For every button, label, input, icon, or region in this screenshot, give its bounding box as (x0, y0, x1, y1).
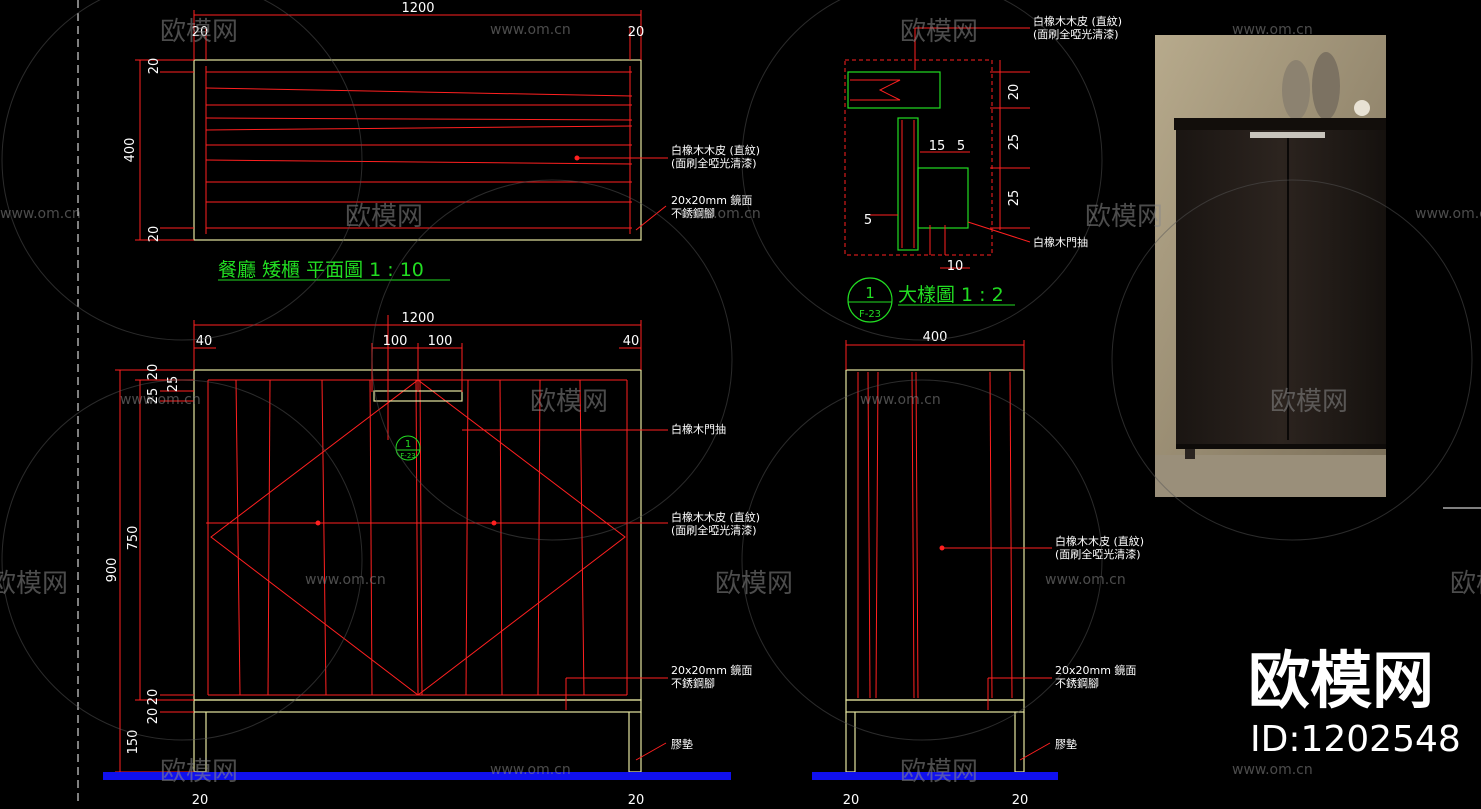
front-note-foot-2: 不銹鋼腳 (671, 676, 715, 690)
watermark-url: www.om.cn (1232, 762, 1313, 778)
front-dim-body: 750 (126, 526, 141, 551)
side-elevation: 400 20 20 白橡木木皮 (直紋) (面刷全啞光清漆) 20x20mm 鏡… (812, 330, 1144, 808)
watermark-logo: 欧模网 (160, 17, 238, 47)
side-cabinet-body (845, 369, 1025, 701)
watermark-layer: 欧模网 欧模网 欧模网 欧模网 欧模网 欧模网 欧模网 欧模网 欧模网 欧模网 … (0, 0, 1481, 787)
watermark-logo: 欧模网 (345, 202, 423, 232)
front-dim-h2: 100 (428, 334, 453, 349)
front-note-handle: 白橡木門抽 (671, 422, 726, 436)
watermark-url: www.om.cn (490, 762, 571, 778)
detail-callout (847, 277, 893, 323)
side-dim-bot-right: 20 (1012, 793, 1029, 805)
detail-section (847, 71, 969, 251)
watermark-logo: 欧模网 (160, 757, 238, 787)
detail-note-veneer-1: 白橡木木皮 (直紋) (1033, 14, 1122, 28)
brand-logo-text: 欧模网 (1248, 644, 1435, 717)
plan-note-foot-1: 20x20mm 鏡面 (671, 193, 752, 207)
plan-grain-lines (205, 66, 633, 234)
plan-note-foot-2: 不銹鋼腳 (671, 206, 715, 220)
watermark-url: www.om.cn (1045, 572, 1126, 588)
detail-dim-5b: 5 (864, 213, 872, 228)
side-dim-bot-left: 20 (843, 793, 860, 805)
detail-dim-20: 20 (1007, 84, 1022, 101)
front-dim-total: 900 (105, 558, 120, 583)
detail-title: 大樣圖 1 : 2 (898, 284, 1004, 306)
plan-dim-depth: 400 (123, 138, 138, 163)
front-dim-top-25b: 25 (166, 376, 181, 393)
front-dim-mid-20a: 20 (146, 689, 161, 706)
watermark-url: www.om.cn (860, 392, 941, 408)
side-floor-line (812, 772, 1058, 780)
detail-dim-10: 10 (947, 259, 964, 274)
front-dim-h1: 100 (383, 334, 408, 349)
front-elevation: 1200 40 40 100 100 900 750 20 25 25 20 2… (103, 311, 760, 808)
front-dim-left: 40 (196, 334, 213, 349)
front-note-veneer-1: 白橡木木皮 (直紋) (671, 510, 760, 524)
front-floor-line (103, 772, 731, 780)
watermark-url: www.om.cn (680, 206, 761, 222)
front-dim-top-20: 20 (146, 364, 161, 381)
watermark-logo: 欧模网 (1270, 387, 1348, 417)
brand-id: ID:1202548 (1250, 719, 1461, 760)
front-door-lines (207, 379, 628, 696)
detail-callout-ref: F-23 (859, 309, 881, 320)
watermark-url: www.om.cn (490, 22, 571, 38)
detail-view: 20 25 25 15 5 5 10 白橡木木皮 (直紋) (面刷全啞光清漆) … (844, 14, 1122, 323)
detail-boundary (844, 59, 993, 256)
detail-dim-25a: 25 (1007, 134, 1022, 151)
front-dim-top-25a: 25 (146, 388, 161, 405)
watermark-logo: 欧模网 (900, 757, 978, 787)
reference-photo (1155, 35, 1386, 497)
front-note-foot-1: 20x20mm 鏡面 (671, 663, 752, 677)
front-callout (395, 435, 421, 461)
front-dim-width: 1200 (401, 311, 434, 326)
plan-note-veneer-1: 白橡木木皮 (直紋) (671, 143, 760, 157)
side-note-veneer-1: 白橡木木皮 (直紋) (1055, 534, 1144, 548)
front-note-veneer-2: (面刷全啞光清漆) (671, 523, 757, 537)
watermark-logo: 欧模网 (715, 569, 793, 599)
side-grain-lines (857, 371, 1013, 699)
front-plinth (193, 699, 642, 713)
watermark-url: www.om.cn (1232, 22, 1313, 38)
watermark-url: www.om.cn (0, 206, 81, 222)
side-note-foot-1: 20x20mm 鏡面 (1055, 663, 1136, 677)
front-dim-right: 40 (623, 334, 640, 349)
detail-dim-15: 15 (929, 139, 946, 154)
plan-dim-right: 20 (628, 25, 645, 40)
front-dim-bot-left: 20 (192, 793, 209, 805)
front-dim-bot-right: 20 (628, 793, 645, 805)
detail-dim-25b: 25 (1007, 190, 1022, 207)
watermark-logo: 欧模网 (1450, 569, 1481, 599)
front-legs (193, 712, 642, 773)
side-note-foot-2: 不銹鋼腳 (1055, 676, 1099, 690)
detail-dim-5a: 5 (957, 139, 965, 154)
watermark-url: www.om.cn (305, 572, 386, 588)
detail-note-handle: 白橡木門抽 (1033, 235, 1088, 249)
plan-dim-top: 20 (147, 58, 162, 75)
watermark-logo: 欧模网 (530, 387, 608, 417)
detail-callout-num: 1 (865, 284, 875, 302)
plan-dim-bottom: 20 (147, 226, 162, 243)
watermark-url: www.om.cn (1415, 206, 1481, 222)
front-handle (373, 390, 463, 402)
plan-title: 餐廳 矮櫃 平面圖 1 : 10 (218, 259, 424, 281)
watermark-logo: 欧模网 (0, 569, 68, 599)
plan-dim-width: 1200 (401, 1, 434, 16)
front-note-pad: 膠墊 (671, 737, 693, 751)
plan-dim-left: 20 (192, 25, 209, 40)
watermark-url: www.om.cn (120, 392, 201, 408)
plan-view: 1200 20 20 400 20 20 白橡木木皮 (直紋) (面刷全啞光清漆… (123, 1, 760, 281)
side-note-veneer-2: (面刷全啞光清漆) (1055, 547, 1141, 561)
front-callout-num: 1 (405, 439, 411, 450)
side-note-pad: 膠墊 (1055, 737, 1077, 751)
watermark-logo: 欧模网 (900, 17, 978, 47)
front-dim-mid-20b: 20 (146, 708, 161, 725)
front-dim-leg: 150 (126, 730, 141, 755)
watermark-logo: 欧模网 (1085, 202, 1163, 232)
side-plinth (845, 699, 1025, 713)
front-callout-ref: F-23 (400, 452, 415, 460)
side-dim-depth: 400 (923, 330, 948, 345)
plan-note-veneer-2: (面刷全啞光清漆) (671, 156, 757, 170)
